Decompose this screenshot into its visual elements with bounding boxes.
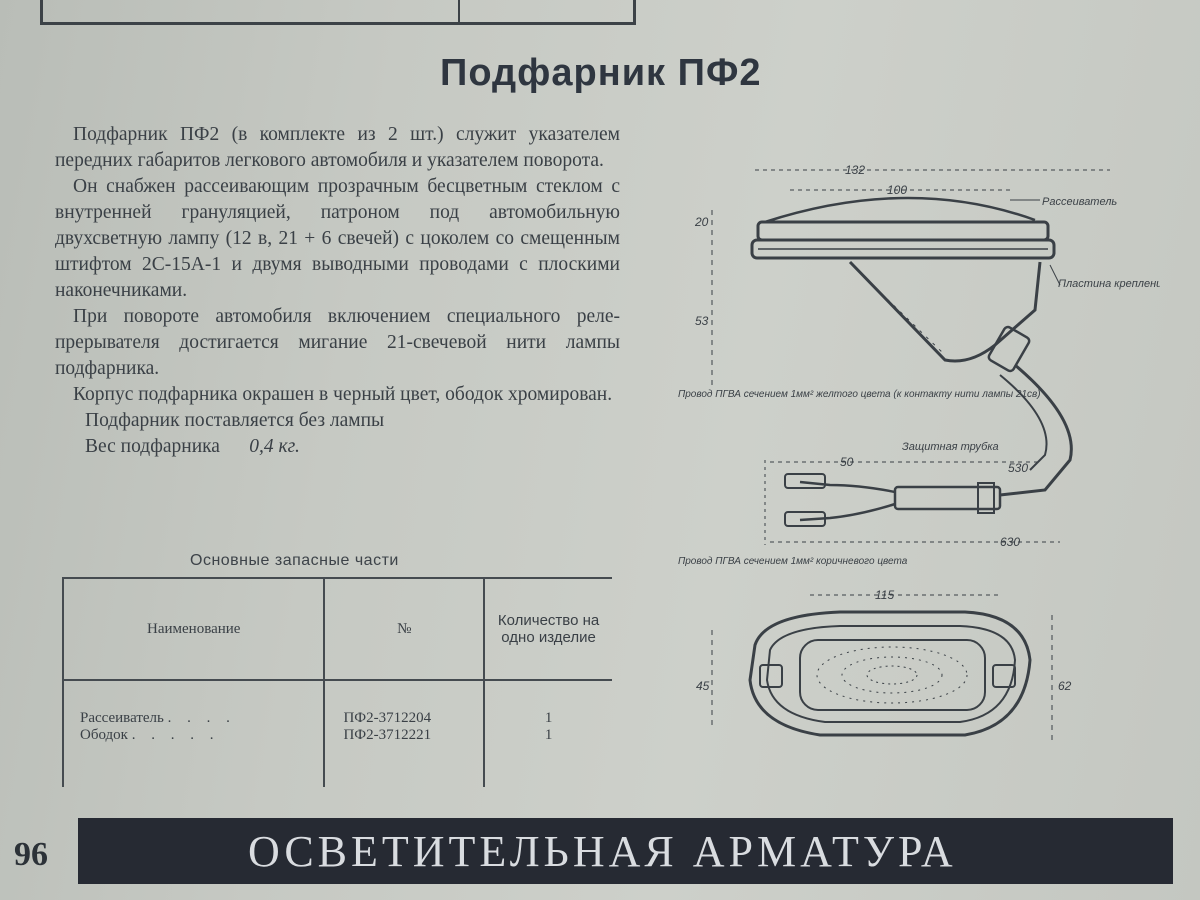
dim-45-label: 45 bbox=[696, 679, 710, 693]
tube-clamp bbox=[977, 482, 995, 514]
table-row bbox=[61, 757, 612, 787]
top-table-frame bbox=[40, 0, 636, 25]
lamp-rim-base bbox=[750, 238, 1056, 260]
lens-granulation bbox=[866, 665, 918, 685]
paragraph-intro: Подфарник ПФ2 (в комплекте из 2 шт.) слу… bbox=[55, 124, 620, 171]
terminal-brown bbox=[784, 511, 826, 527]
lamp-technical-drawing: 132 100 Рассеиватель Пластина крепления … bbox=[678, 163, 1160, 745]
section-title: ОСВЕТИТЕЛЬНАЯ АРМАТУРА bbox=[248, 827, 957, 876]
dim-530-label: 530 bbox=[1008, 461, 1028, 475]
part-quantity: 1 bbox=[544, 710, 553, 727]
page-number: 96 bbox=[14, 836, 48, 873]
spare-parts-table: Наименование № Количество на одно издели… bbox=[61, 577, 612, 787]
part-quantity bbox=[484, 757, 612, 787]
table-row: Ободок . . . . . ПФ2-3712221 1 bbox=[61, 727, 612, 758]
housing-shading bbox=[854, 267, 946, 356]
weight-label: Вес подфарника bbox=[85, 436, 220, 457]
lens-granulation bbox=[816, 646, 968, 704]
part-name-text: Рассеиватель bbox=[80, 710, 164, 727]
supply-note: Подфарник поставляется без лампы bbox=[85, 410, 385, 431]
terminal-yellow bbox=[784, 473, 826, 489]
header-number: № bbox=[324, 577, 486, 681]
front-lens bbox=[799, 639, 986, 711]
dim-115-label: 115 bbox=[875, 588, 894, 602]
wire-yellow bbox=[799, 480, 896, 494]
table-row: Рассеиватель . . . . ПФ2-3712204 1 bbox=[61, 680, 612, 728]
description-text: Подфарник ПФ2 (в комплекте из 2 шт.) слу… bbox=[55, 122, 620, 460]
paragraph-turn: При повороте автомобиля включением специ… bbox=[55, 306, 620, 379]
page-title: Подфарник ПФ2 bbox=[440, 52, 762, 94]
dim-53-label: 53 bbox=[695, 314, 709, 328]
leader-dots: . . . . bbox=[167, 710, 236, 727]
lens-granulation bbox=[841, 656, 943, 694]
mount-tab-left bbox=[759, 664, 783, 688]
section-footer: ОСВЕТИТЕЛЬНАЯ АРМАТУРА bbox=[78, 818, 1173, 884]
dim-50-label: 50 bbox=[840, 455, 854, 469]
wire-brown bbox=[799, 502, 896, 522]
part-name: Рассеиватель . . . . bbox=[61, 680, 326, 728]
label-plate: Пластина крепления bbox=[1058, 278, 1160, 290]
lens-dome bbox=[764, 196, 1036, 224]
weight-value: 0,4 кг. bbox=[249, 436, 300, 457]
header-quantity: Количество на одно изделие bbox=[484, 577, 612, 681]
part-number bbox=[324, 757, 486, 787]
frame-divider bbox=[458, 0, 460, 22]
label-diffuser: Рассеиватель bbox=[1042, 196, 1117, 208]
table-header-row: Наименование № Количество на одно издели… bbox=[61, 577, 612, 681]
wire-tube bbox=[999, 363, 1073, 497]
dim-20-label: 20 bbox=[694, 215, 709, 229]
dim-630-label: 630 bbox=[1000, 535, 1020, 549]
part-name: Ободок . . . . . bbox=[61, 727, 326, 758]
socket-neck bbox=[987, 325, 1031, 373]
mount-tab-right bbox=[992, 664, 1016, 688]
part-name-text: Ободок bbox=[80, 727, 128, 744]
leader-dots: . . . . . bbox=[131, 727, 220, 744]
note-brown-wire: Провод ПГВА сечением 1мм² коричневого цв… bbox=[678, 556, 908, 567]
note-yellow-wire: Провод ПГВА сечением 1мм² желтого цвета … bbox=[678, 389, 1041, 400]
part-number: ПФ2-3712221 bbox=[324, 727, 486, 758]
front-outer-rim bbox=[748, 610, 1032, 737]
label-tube: Защитная трубка bbox=[902, 441, 999, 453]
part-quantity: 1 bbox=[544, 727, 553, 744]
lamp-housing bbox=[848, 260, 1042, 363]
dim-100-label: 100 bbox=[887, 183, 907, 197]
dim-132-label: 132 bbox=[845, 163, 865, 177]
dim-62-label: 62 bbox=[1058, 679, 1072, 693]
leader-line bbox=[1049, 264, 1061, 286]
lamp-rim bbox=[756, 220, 1050, 242]
part-number: ПФ2-3712204 bbox=[324, 680, 486, 728]
paragraph-body: Корпус подфарника окрашен в черный цвет,… bbox=[73, 384, 613, 405]
weight-line: Вес подфарника 0,4 кг. bbox=[55, 434, 620, 460]
header-name: Наименование bbox=[61, 577, 326, 681]
part-name bbox=[61, 757, 326, 787]
wire-tube-inner bbox=[999, 374, 1048, 471]
parts-table-title: Основные запасные части bbox=[190, 552, 399, 569]
paragraph-glass: Он снабжен рассеивающим прозрачным бесцв… bbox=[55, 176, 620, 301]
protective-tube bbox=[893, 485, 1002, 511]
